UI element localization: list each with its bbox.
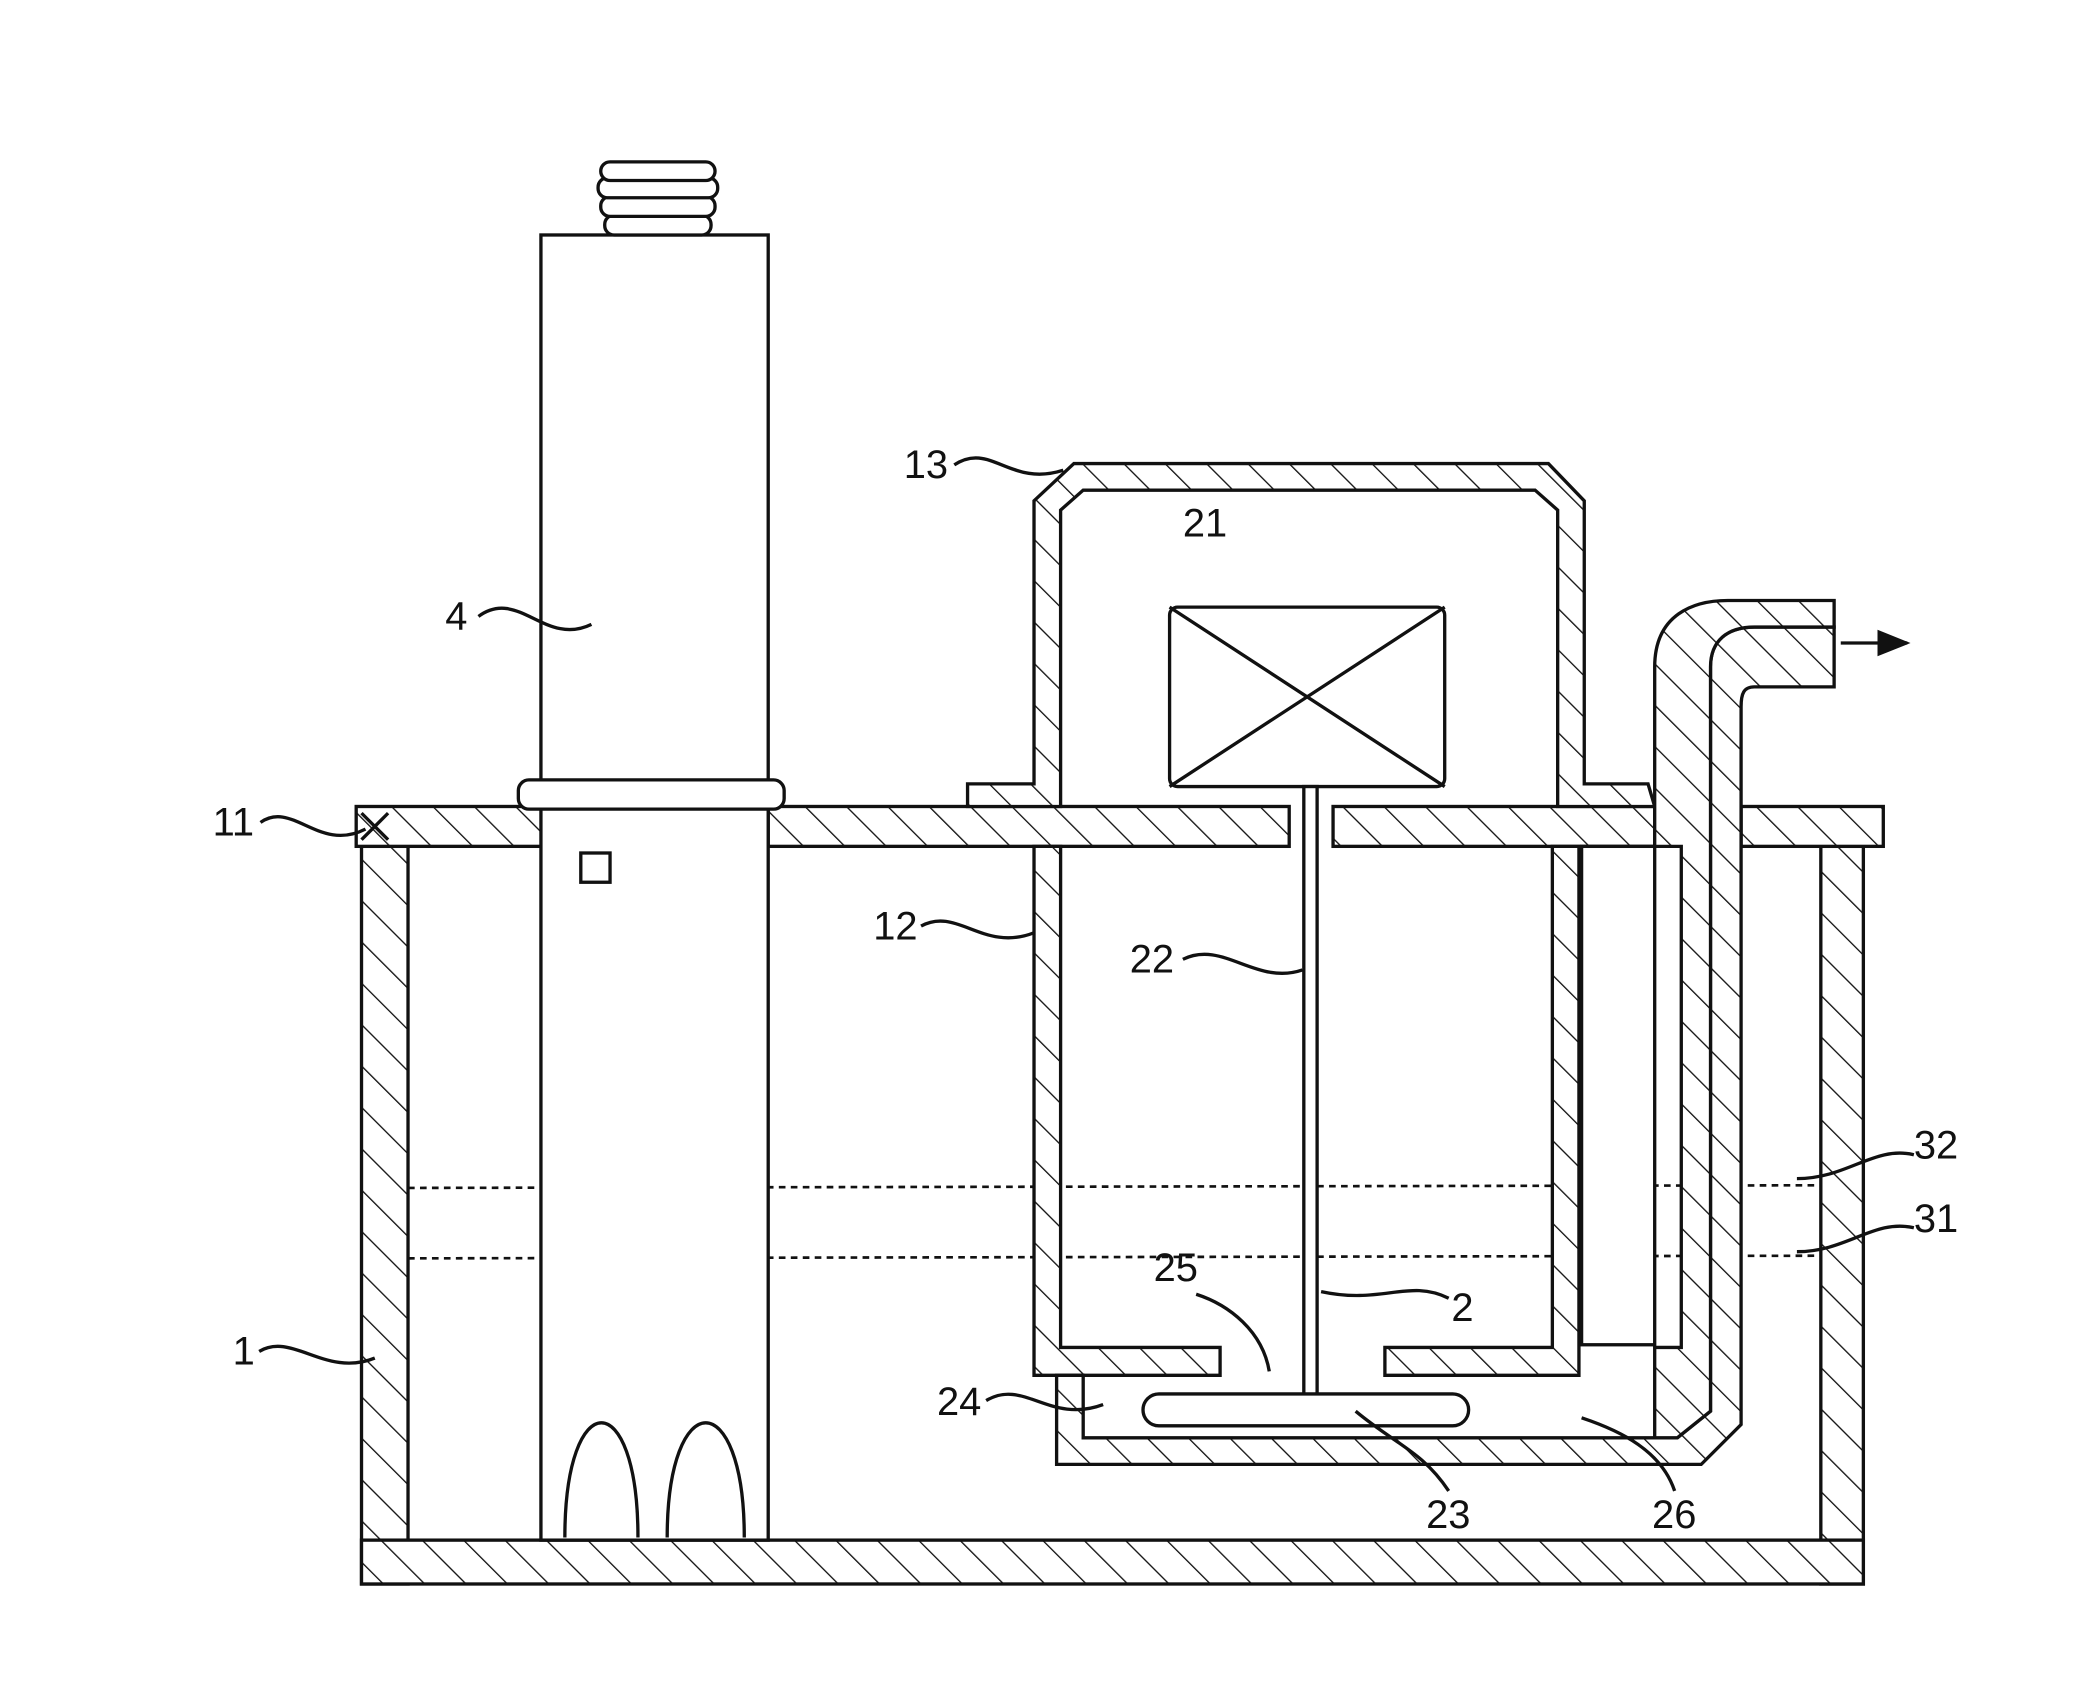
label-pump-chamber: 24 <box>937 1380 981 1424</box>
label-pump: 2 <box>1451 1286 1473 1330</box>
label-inner-chamber: 12 <box>873 904 917 948</box>
label-shaft: 22 <box>1130 938 1174 982</box>
label-impeller: 23 <box>1426 1493 1470 1537</box>
leader-lines <box>258 456 1915 1492</box>
label-outlet-channel: 26 <box>1652 1493 1696 1537</box>
pump-chamber-and-outlet <box>1054 598 1911 1467</box>
label-tank: 1 <box>233 1330 255 1374</box>
column <box>516 160 786 1542</box>
lid <box>354 804 1885 849</box>
label-level-high: 32 <box>1914 1124 1958 1168</box>
label-housing: 13 <box>904 443 948 487</box>
motor <box>1167 605 1447 789</box>
label-level-low: 31 <box>1914 1197 1958 1241</box>
label-lid: 11 <box>213 801 254 845</box>
impeller <box>1141 1392 1471 1428</box>
label-column: 4 <box>445 595 467 639</box>
label-inlet: 25 <box>1154 1246 1198 1290</box>
label-motor: 21 <box>1183 502 1227 546</box>
inner-chamber <box>1032 844 1657 1377</box>
tank <box>359 844 1866 1586</box>
shaft <box>1302 784 1319 1397</box>
